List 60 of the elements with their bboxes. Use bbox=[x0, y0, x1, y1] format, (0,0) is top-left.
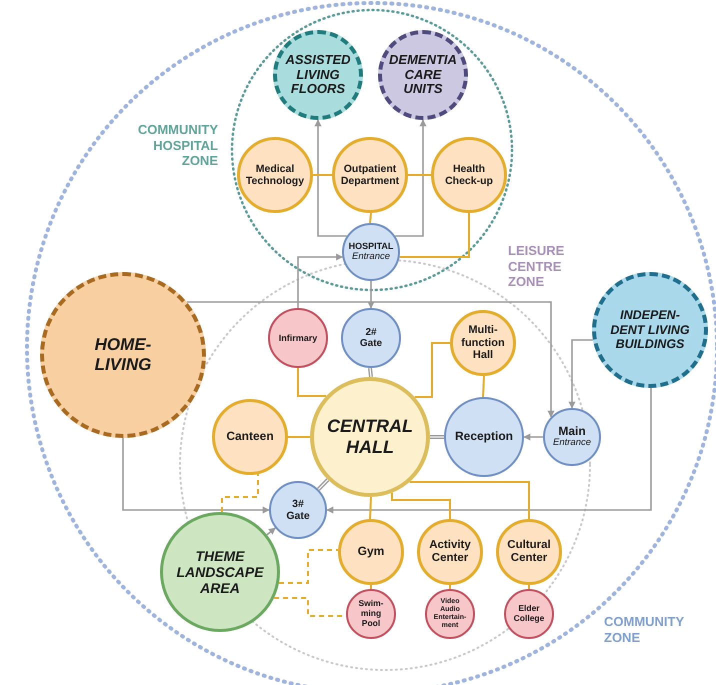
connector bbox=[369, 496, 372, 520]
connector bbox=[528, 585, 530, 589]
node-sublabel: Entrance bbox=[350, 252, 392, 263]
connector bbox=[408, 174, 431, 176]
connector bbox=[122, 438, 270, 514]
node-label: Swim- ming Pool bbox=[357, 599, 385, 629]
connector bbox=[221, 474, 259, 512]
node-label: Main bbox=[557, 424, 587, 438]
connector bbox=[523, 434, 543, 440]
connector bbox=[368, 281, 374, 309]
connector bbox=[370, 585, 372, 589]
node-label: Outpatient Department bbox=[340, 162, 400, 188]
double-connector bbox=[368, 368, 373, 378]
node-label: THEME LANDSCAPE AREA bbox=[175, 548, 265, 596]
double-connector bbox=[430, 435, 444, 439]
node-label: Gym bbox=[356, 545, 386, 559]
location-circle bbox=[425, 589, 475, 639]
node-label: 2# Gate bbox=[358, 326, 384, 350]
zone-label: COMMUNITY HOSPITAL ZONE bbox=[136, 122, 218, 169]
node-label: Canteen bbox=[225, 430, 275, 444]
connector bbox=[297, 368, 326, 397]
zone-label: COMMUNITY ZONE bbox=[604, 614, 685, 646]
node-label: Medical Technology bbox=[244, 162, 306, 188]
node-label: DEMENTIA CARE UNITS bbox=[388, 52, 458, 98]
connector bbox=[395, 119, 426, 237]
connector bbox=[369, 212, 372, 224]
location-circle bbox=[346, 589, 396, 639]
connector bbox=[326, 388, 652, 514]
connector bbox=[449, 585, 451, 589]
location-circle bbox=[269, 481, 327, 539]
connector bbox=[482, 376, 485, 398]
node-label: Activity Center bbox=[428, 538, 472, 566]
node-label: CENTRAL HALL bbox=[326, 416, 414, 458]
node-label: ASSISTED LIVING FLOORS bbox=[284, 52, 352, 98]
node-sublabel: Entrance bbox=[552, 438, 592, 450]
connector bbox=[313, 174, 332, 176]
connector bbox=[400, 213, 470, 258]
connector bbox=[414, 342, 450, 398]
connector bbox=[410, 481, 530, 519]
node-label: Elder College bbox=[512, 604, 546, 624]
connector bbox=[279, 549, 338, 584]
node-label: Cultural Center bbox=[506, 538, 552, 566]
connector bbox=[288, 436, 310, 438]
connector bbox=[391, 492, 451, 519]
node-label: Reception bbox=[454, 430, 514, 444]
node-label: HOME- LIVING bbox=[94, 335, 152, 375]
node-label: Health Check-up bbox=[444, 162, 494, 188]
connector bbox=[314, 119, 347, 237]
double-connector bbox=[316, 478, 330, 491]
node-label: Multi- function Hall bbox=[460, 324, 506, 362]
node-label: Infirmary bbox=[278, 332, 318, 344]
node-label: HOSPITAL bbox=[348, 241, 394, 252]
connector bbox=[568, 339, 593, 409]
connector bbox=[297, 254, 344, 308]
node-label: INDEPEN- DENT LIVING BUILDINGS bbox=[609, 308, 691, 352]
location-circle bbox=[504, 589, 554, 639]
connector bbox=[186, 301, 554, 418]
connector bbox=[266, 527, 276, 536]
zone-label: LEISURE CENTRE ZONE bbox=[508, 243, 566, 290]
node-label: 3# Gate bbox=[285, 498, 311, 522]
